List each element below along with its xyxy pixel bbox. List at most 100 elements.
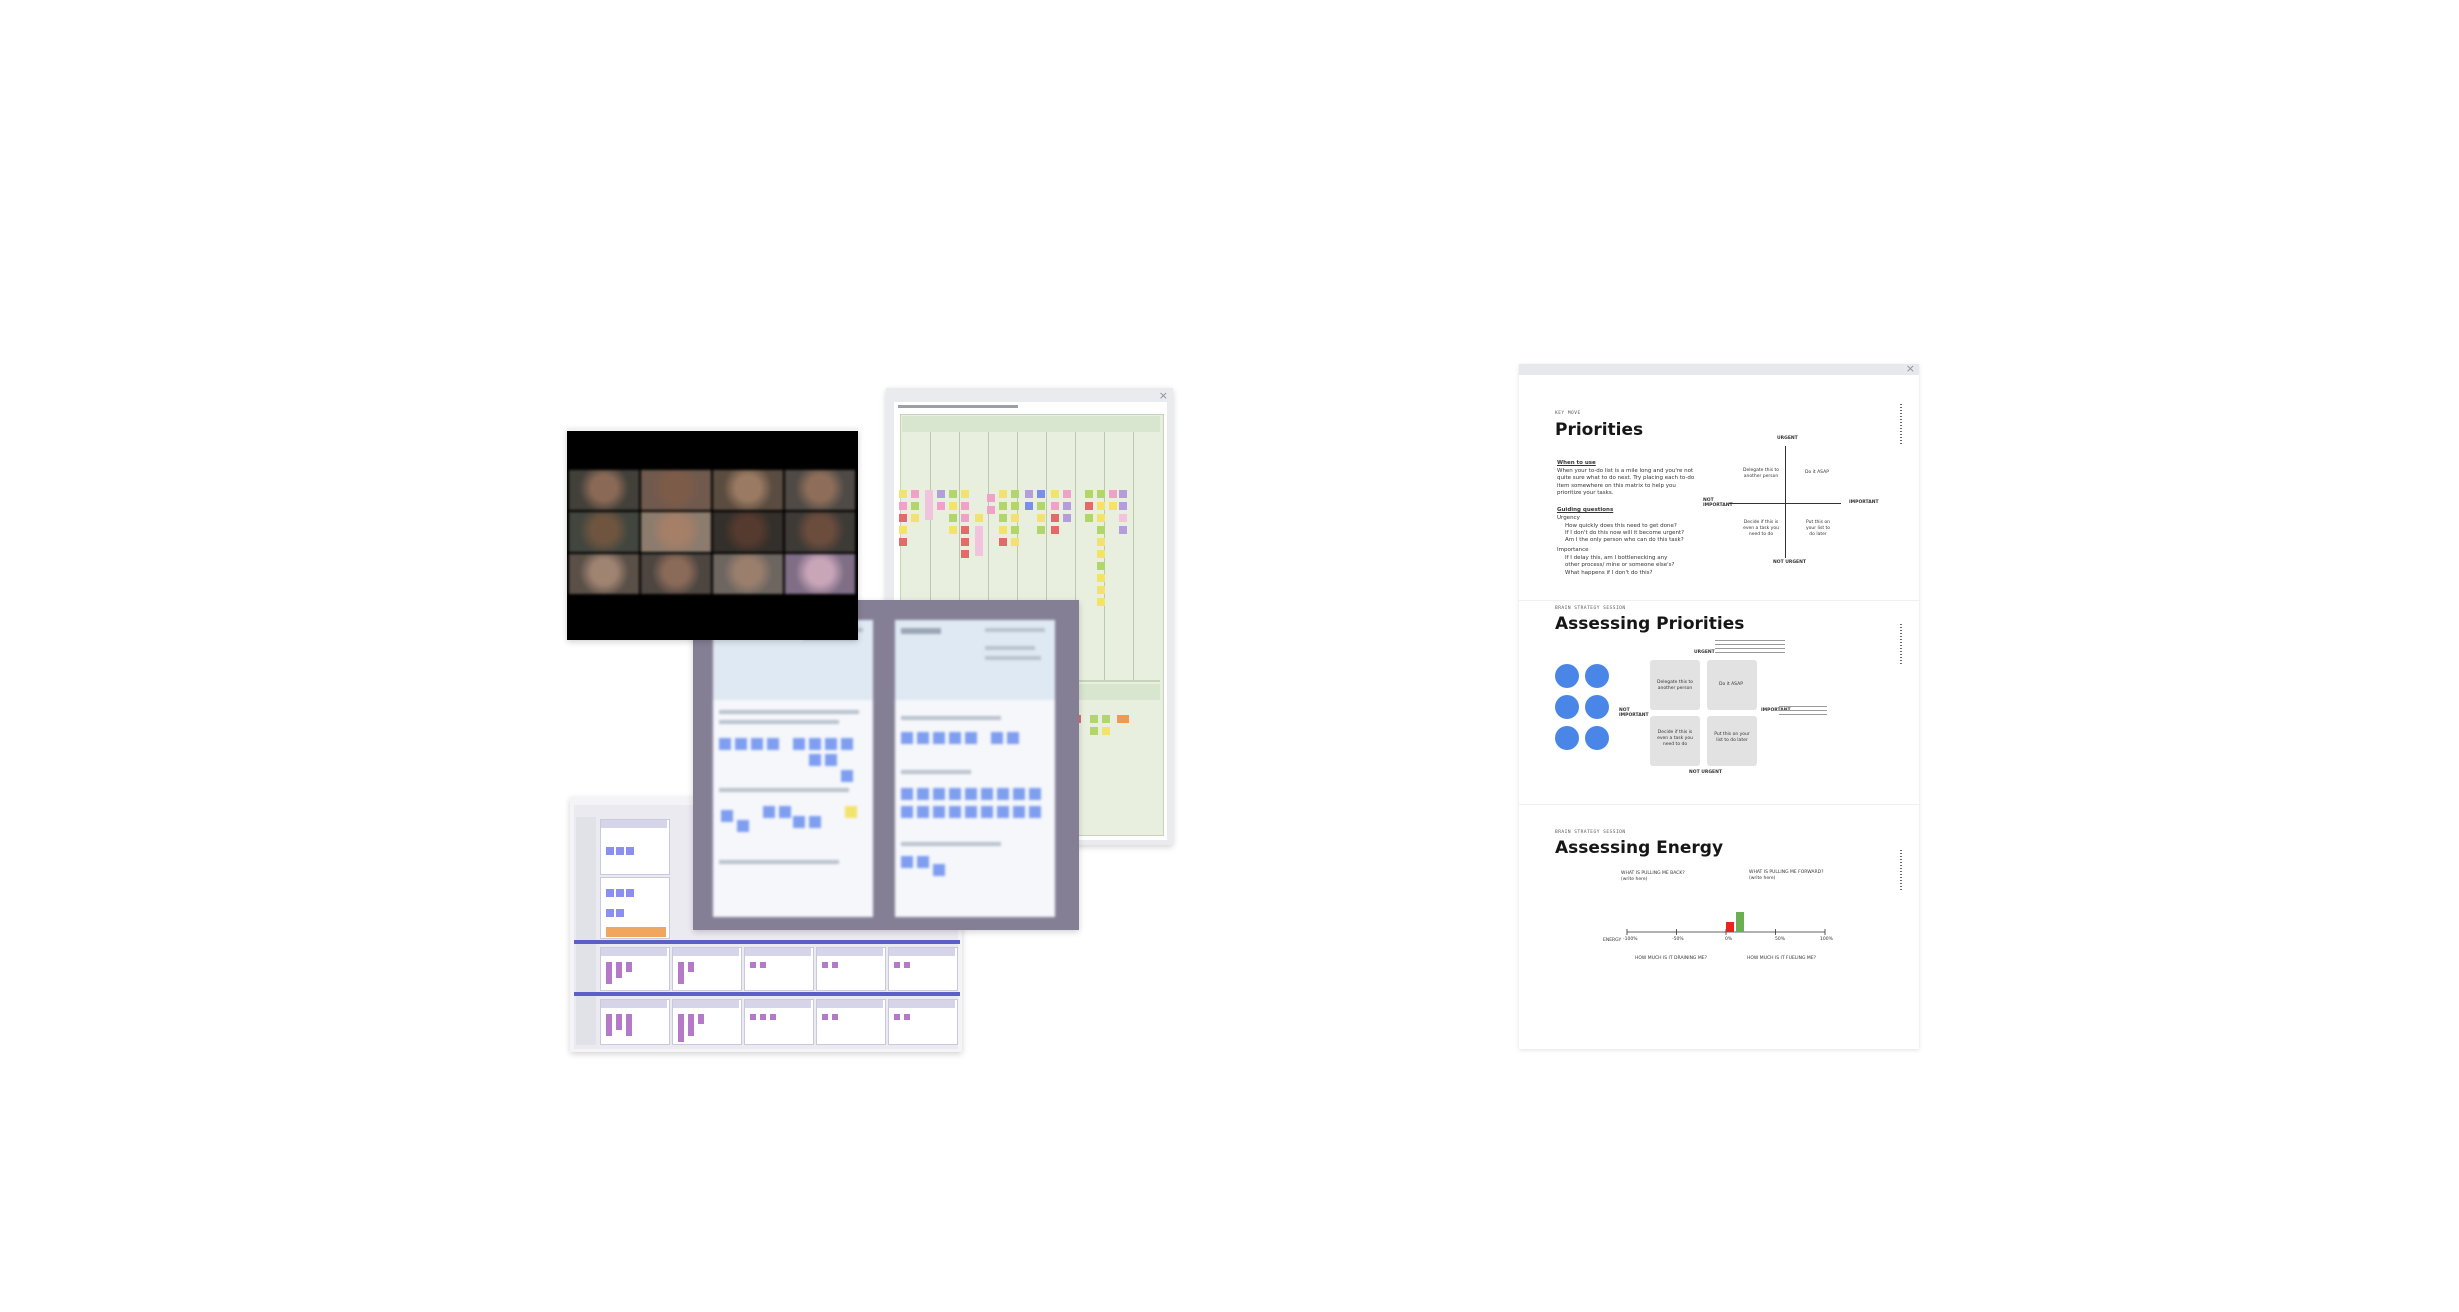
drain-bar [1726,922,1734,932]
quadrant-box [1707,716,1757,766]
quadrant-box [1707,660,1757,710]
section-eyebrow: BRAIN STRATEGY SESSION [1555,830,1626,835]
frame-header [745,1000,811,1008]
section-title: Priorities [1555,420,1644,440]
left-guide-column [576,817,596,1045]
frame-header [889,1000,955,1008]
importance-item: What happens if I don't do this? [1565,570,1653,576]
section-label-strip [1900,404,1902,444]
axis-not-important: NOT IMPORTANT [1619,708,1649,718]
axis-not-urgent: NOT URGENT [1689,770,1722,775]
frame-header [601,1000,667,1008]
matrix-horizontal-axis [1729,503,1841,504]
frame-header [673,1000,739,1008]
tick-label: 100% [1820,937,1833,942]
participant-tile[interactable] [713,554,783,594]
priority-circle[interactable] [1555,664,1579,688]
participant-tile[interactable] [641,470,711,510]
video-call-window[interactable] [567,428,858,640]
section-title: Assessing Energy [1555,838,1724,858]
notes-lines [1779,706,1827,718]
participant-tile[interactable] [569,470,639,510]
urgency-item: How quickly does this need to get done? [1565,523,1677,529]
importance-label: Importance [1557,547,1589,553]
quadrant-do: Do it ASAP [1719,682,1743,687]
quadrant-box [1650,660,1700,710]
quadrant-decide: Decide if this is even a task you need t… [1743,520,1779,538]
section-label-strip [1900,624,1902,664]
quadrant-delegate: Delegate this to another person [1657,680,1693,692]
section-divider [1519,600,1919,601]
section-divider [1519,804,1919,805]
fuel-bar [1736,912,1744,932]
notes-lines [1715,640,1785,656]
quadrant-box [1650,716,1700,766]
pulling-forward-question: WHAT IS PULLING ME FORWARD? [1749,870,1824,875]
fueling-question: HOW MUCH IS IT FUELING ME? [1747,956,1817,961]
section-label-strip [1900,850,1902,890]
participant-tile[interactable] [713,512,783,552]
section-eyebrow: KEY MOVE [1555,411,1581,416]
participant-tile[interactable] [641,512,711,552]
quadrant-do: Do it ASAP [1805,470,1829,475]
participant-tile[interactable] [569,554,639,594]
participant-tile[interactable] [785,470,855,510]
pulling-forward-sub: (write here) [1749,876,1776,881]
axis-urgent: URGENT [1694,650,1715,655]
axis-not-important: NOT IMPORTANT [1703,498,1733,508]
participant-tile[interactable] [641,554,711,594]
importance-item: If I delay this, am I bottlenecking any … [1565,555,1675,569]
when-text: When your to-do list is a mile long and … [1557,468,1695,497]
frame-header [601,948,667,956]
quadrant-decide: Decide if this is even a task you need t… [1657,730,1693,748]
section-eyebrow: BRAIN STRATEGY SESSION [1555,606,1626,611]
video-grid [567,470,858,596]
tick-label: -50% [1672,937,1684,942]
participant-tile[interactable] [713,470,783,510]
participant-tile[interactable] [569,512,639,552]
activity-cards-window[interactable] [693,600,1079,930]
guiding-heading: Guiding questions [1557,507,1614,513]
urgency-label: Urgency [1557,515,1580,521]
section-title: Assessing Priorities [1555,614,1745,634]
urgency-item: If I don't do this now will it become ur… [1565,530,1685,536]
frame-header [889,948,955,956]
section-assessing-energy[interactable]: BRAIN STRATEGY SESSION Assessing Energy … [1519,824,1919,1044]
priority-circle[interactable] [1585,695,1609,719]
participant-tile[interactable] [785,512,855,552]
quadrant-later: Put this on your list to do later [1805,520,1831,538]
urgency-item: Am I the only person who can do this tas… [1565,537,1684,543]
priority-circle[interactable] [1585,664,1609,688]
when-heading: When to use [1557,460,1596,466]
priority-circle[interactable] [1585,726,1609,750]
energy-label: ENERGY [1603,938,1622,943]
close-icon[interactable]: × [1158,389,1168,402]
frame-header [601,820,667,828]
pulling-back-sub: (write here) [1621,877,1648,882]
quadrant-later: Put this on your list to do later [1714,732,1750,744]
tick-label: 50% [1775,937,1786,942]
participant-tile[interactable] [785,554,855,594]
frame-header [817,948,883,956]
priority-circle[interactable] [1555,695,1579,719]
draining-question: HOW MUCH IS IT DRAINING ME? [1635,956,1707,961]
tick-label: 0% [1725,937,1733,942]
video-top-bar [567,428,858,431]
close-icon[interactable]: × [1905,362,1915,375]
axis-important: IMPORTANT [1849,500,1879,505]
axis-not-urgent: NOT URGENT [1773,560,1806,565]
templates-panel[interactable]: × KEY MOVE Priorities When to use When y… [1519,362,1919,1049]
priority-circle[interactable] [1555,726,1579,750]
energy-chart [1626,912,1826,935]
pulling-back-question: WHAT IS PULLING ME BACK? [1621,871,1685,876]
activity-card-right [895,620,1055,917]
quadrant-delegate: Delegate this to another person [1743,468,1779,480]
matrix-vertical-axis [1785,446,1786,558]
section-assessing-priorities[interactable]: BRAIN STRATEGY SESSION Assessing Priorit… [1519,604,1919,824]
frame-header [817,1000,883,1008]
activity-card-left [713,620,873,917]
mural-title [898,405,1018,408]
tick-label: -100% [1623,937,1638,942]
section-priorities[interactable]: KEY MOVE Priorities When to use When you… [1519,384,1919,601]
blue-divider-2 [574,992,960,996]
